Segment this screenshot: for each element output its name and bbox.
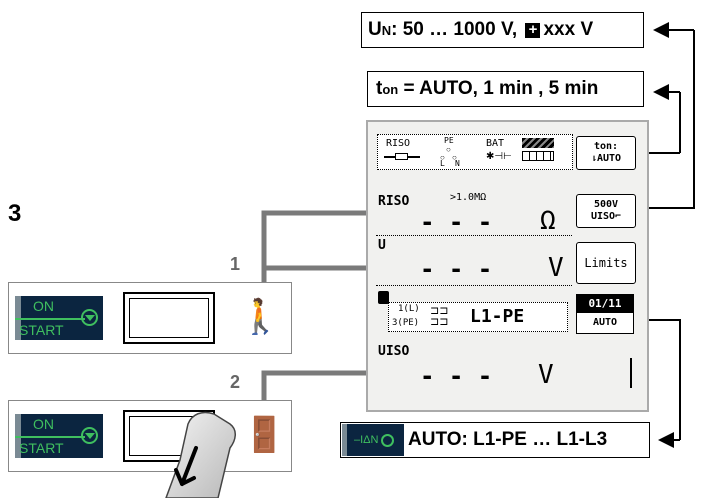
walking-person-icon: 🚶 [239, 298, 282, 336]
separator [376, 285, 572, 286]
n-terminal-label: N [455, 159, 460, 168]
riso-value: - - - [420, 208, 493, 236]
lock-icon [378, 291, 389, 304]
bluetooth-icon: ✱⊣⊢ [486, 151, 512, 162]
start-arrow-icon: ⇂ [590, 153, 597, 164]
on-start-button[interactable]: ON START [15, 414, 103, 458]
instrument-display: RISO PE ○ ○ ○ L N BAT ✱⊣⊢ ton: ⇂AUTO RIS… [366, 120, 649, 412]
step-icon: ⌐ [615, 211, 622, 222]
battery-level-icon [522, 138, 554, 148]
probe-mode: L1-PE [470, 306, 525, 327]
plus-icon: + [525, 22, 541, 38]
on-start-button[interactable]: ON START [15, 296, 103, 340]
probe-label-b: 3(PE) [392, 318, 420, 328]
riso-icon-label: RISO [386, 138, 411, 149]
callout-number-2: 2 [230, 372, 241, 392]
standing-person-icon: 🚪 [243, 416, 286, 454]
u-value: - - - [420, 255, 493, 283]
uiso-unit: V [538, 360, 554, 390]
uiso-label: UISO [378, 344, 410, 359]
riso-limit: >1.0MΩ [450, 192, 487, 203]
limits-button[interactable]: Limits [576, 242, 636, 284]
battery-icon-label: BAT [486, 138, 505, 149]
resistor-icon [384, 153, 420, 161]
key-blank[interactable] [123, 292, 215, 344]
keypad-bottom: ON START 🚪 [8, 400, 292, 472]
separator [376, 235, 572, 236]
keypad-top: ON START 🚶 [8, 282, 292, 354]
test-voltage-button[interactable]: 500V UISO⌐ [576, 194, 636, 228]
riso-label: RISO [378, 194, 410, 209]
counter-button[interactable]: 01/11 AUTO [576, 294, 634, 334]
test-time-button[interactable]: ton: ⇂AUTO [576, 136, 636, 170]
step-number: 3 [8, 200, 22, 227]
probe-box [388, 302, 568, 332]
uiso-value: - - - [420, 362, 493, 390]
pe-icon-label: PE [444, 136, 454, 145]
riso-unit: Ω [540, 206, 556, 236]
callout-number-1: 1 [230, 254, 241, 274]
bracket [630, 358, 636, 388]
counter-value: 01/11 [577, 295, 633, 313]
l-terminal-label: L [440, 159, 445, 168]
u-unit: V [548, 253, 564, 283]
battery-grid-icon [522, 151, 554, 161]
ia-indicator-icon: –IΔN [342, 424, 404, 456]
counter-mode: AUTO [592, 317, 618, 328]
auto-sequence-callout: –IΔN AUTO: L1-PE … L1-L3 [340, 422, 650, 458]
u-label: U [378, 238, 386, 253]
probe-label-a: 1(L) [398, 304, 420, 314]
probe-icon: ⊐⊐⊐⊐ [430, 305, 449, 328]
